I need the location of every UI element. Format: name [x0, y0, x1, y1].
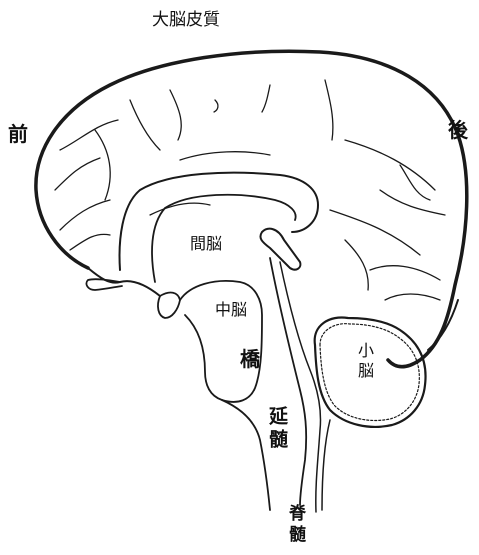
spinal-cord-edge — [322, 420, 330, 510]
label-midbrain: 中脳 — [215, 302, 247, 318]
gyri-lines — [55, 80, 445, 300]
label-pons: 橋 — [240, 349, 260, 369]
medulla-front — [222, 400, 270, 510]
label-cerebral-cortex: 大脳皮質 — [152, 12, 220, 29]
label-spinal-cord: 脊髄 — [286, 504, 303, 546]
label-medulla: 延髄 — [267, 406, 286, 452]
callosum-inner — [152, 195, 296, 282]
olfactory-bulb — [86, 279, 122, 290]
fourth-ventricle — [280, 262, 321, 512]
frontal-base — [88, 268, 160, 296]
cerebrum-outline — [36, 51, 467, 367]
diencephalon-outline — [158, 293, 180, 318]
label-diencephalon: 間脳 — [190, 236, 222, 252]
corpus-callosum — [120, 173, 318, 270]
label-front: 前 — [8, 124, 28, 144]
label-back: 後 — [448, 120, 468, 140]
label-cerebellum: 小脳 — [356, 342, 372, 382]
